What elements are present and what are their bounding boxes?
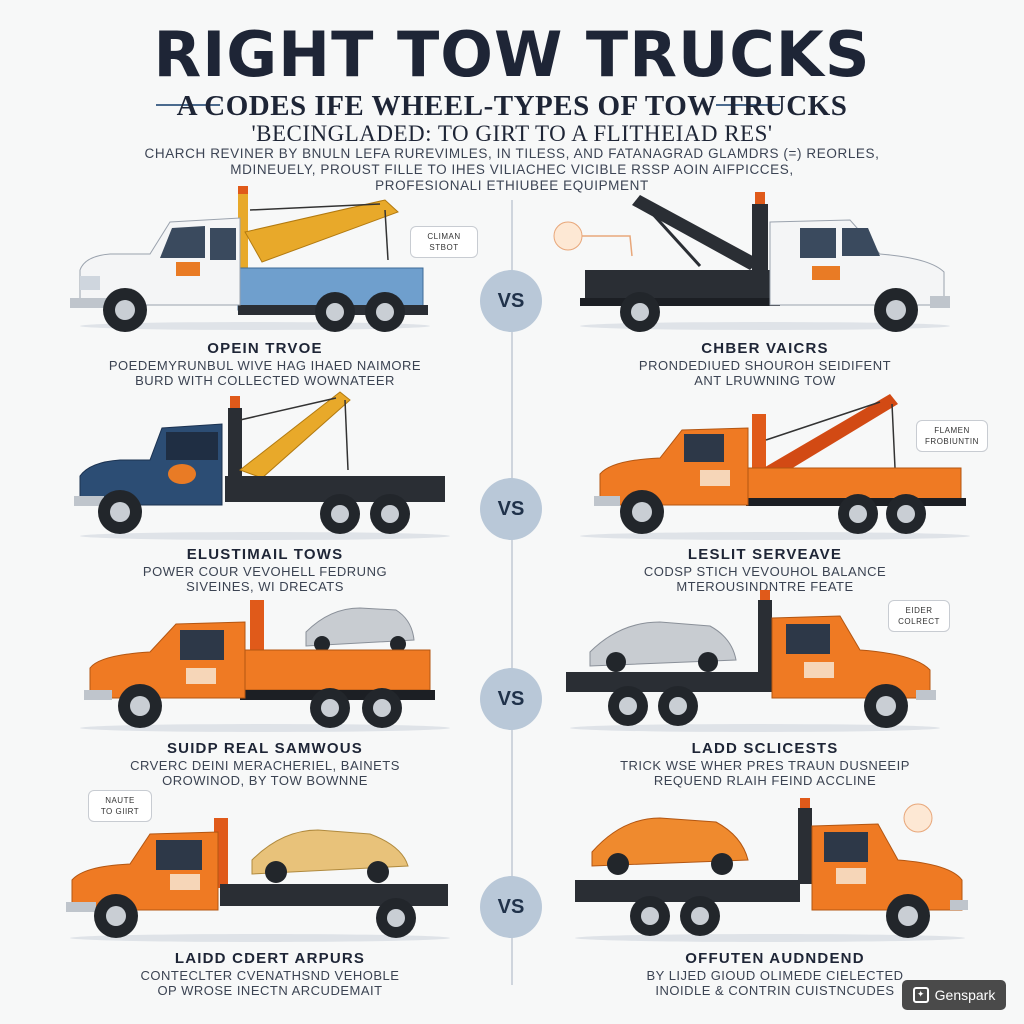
caption-desc: CONTECLTER CVENATHSND VEHOBLE OP WROSE I… bbox=[140, 968, 400, 998]
ground-shadow bbox=[80, 724, 450, 732]
caption-title: SUIDP REAL SAMWOUS bbox=[166, 740, 364, 757]
ground-shadow bbox=[80, 322, 430, 330]
intro-line: CHARCH REVINER BY BNULN LEFA RUREVIMLES,… bbox=[144, 146, 880, 161]
subtitle-rule-right bbox=[716, 104, 780, 106]
caption-title: LADD SCLICESTS bbox=[691, 740, 839, 757]
ground-shadow bbox=[575, 934, 965, 942]
vs-badge: VS bbox=[480, 668, 542, 730]
caption-title: OFFUTEN AUDNDEND bbox=[685, 950, 865, 967]
ground-shadow bbox=[80, 532, 450, 540]
caption-desc: CRVERC DEINI MERACHERIEL, BAINETS OROWIN… bbox=[130, 758, 400, 788]
caption-desc: TRICK WSE WHER PRES TRAUN DUSNEEIP REQUE… bbox=[620, 758, 910, 788]
brand-label: Genspark bbox=[934, 987, 996, 1003]
callout-bubble: NAUTE TO GIIRT bbox=[88, 790, 152, 822]
caption-title: CHBER VAICRS bbox=[701, 340, 829, 357]
intro-line: PROFESIONALI ETHIUBEE EQUIPMENT bbox=[375, 178, 649, 193]
ground-shadow bbox=[570, 724, 940, 732]
caption-desc: POWER COUR VEVOHELL FEDRUNG SIVEINES, WI… bbox=[142, 564, 388, 594]
vs-badge: VS bbox=[480, 478, 542, 540]
sparkle-icon: ✦ bbox=[912, 987, 929, 1003]
caption-title: ELUSTIMAIL TOWS bbox=[186, 546, 344, 563]
vs-badge: VS bbox=[480, 876, 542, 938]
page-title: RIGHT TOW TRUCKS bbox=[153, 18, 871, 91]
callout-bubble: CLIMAN STBOT bbox=[410, 226, 478, 258]
intro-line: MDINEUELY, PROUST FILLE TO IHES VILIACHE… bbox=[230, 162, 794, 177]
subtitle-rule-left bbox=[156, 104, 220, 106]
callout-bubble: EIDER COLRECT bbox=[888, 600, 950, 632]
ground-shadow bbox=[70, 934, 450, 942]
genspark-badge: ✦ Genspark bbox=[902, 980, 1006, 1010]
caption-title: LESLIT SERVEAVE bbox=[687, 546, 843, 563]
center-divider bbox=[511, 200, 513, 985]
caption-title: OPEIN TRVOE bbox=[207, 340, 323, 357]
intro-text: CHARCH REVINER BY BNULN LEFA RUREVIMLES,… bbox=[120, 146, 904, 194]
caption-desc: BY LIJED GIOUD OLIMEDE CIELECTED INOIDLE… bbox=[646, 968, 904, 998]
caption-title: LAIDD CDERT ARPURS bbox=[174, 950, 366, 967]
ground-shadow bbox=[580, 322, 950, 330]
caption-desc: CODSP STICH VEVOUHOL BALANCE MTEROUSINDN… bbox=[643, 564, 887, 594]
caption-desc: PRONDEDIUED SHOUROH SEIDIFENT ANT LRUWNI… bbox=[638, 358, 892, 388]
ground-shadow bbox=[580, 532, 970, 540]
page-tagline: 'BECINGLADED: TO GIRT TO A FLITHEIAD RES… bbox=[251, 121, 773, 146]
vs-badge: VS bbox=[480, 270, 542, 332]
callout-bubble: FLAMEN FROBIUNTIN bbox=[916, 420, 988, 452]
caption-desc: POEDEMYRUNBUL WIVE HAG IHAED NAIMORE BUR… bbox=[108, 358, 422, 388]
page-subtitle: A CODES IFE WHEEL-TYPES OF TOW TRUCKS bbox=[176, 90, 848, 122]
